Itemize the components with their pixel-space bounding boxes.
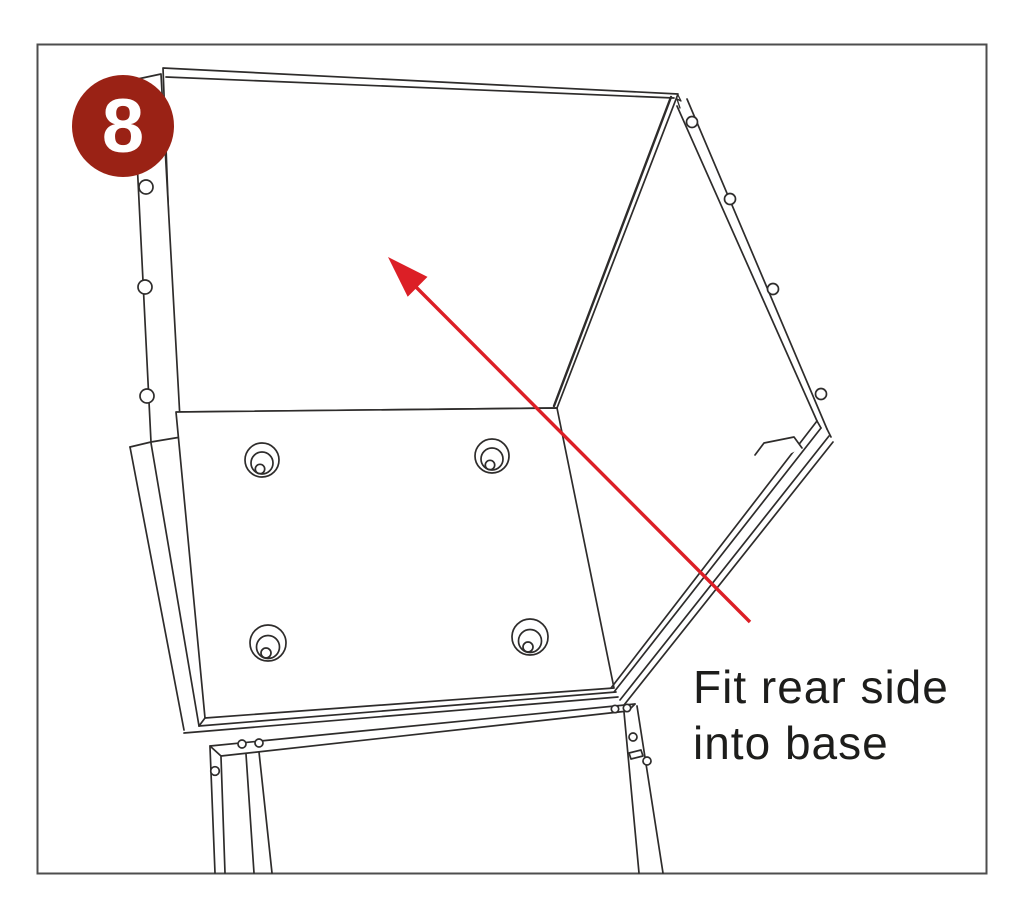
rear-rail-left-cap (209, 745, 222, 757)
rail-notch (754, 436, 803, 456)
back-panel-right-edge-line (552, 95, 673, 408)
base-front-trim-line (198, 691, 617, 727)
dowel-hole (237, 739, 247, 749)
dowel-hole (254, 738, 264, 748)
rear-rail-top-line (209, 703, 636, 747)
rear-left-edge-line (220, 756, 226, 874)
screw-hole (723, 192, 737, 206)
dowel-hole (622, 703, 632, 713)
screw-hole (139, 388, 155, 404)
direction-arrow (388, 257, 752, 624)
line-art-group (129, 67, 834, 874)
right-strip-outer-line (686, 98, 828, 430)
step-badge-circle (72, 75, 174, 177)
dowel-hole (610, 704, 620, 714)
rear-side-panel (209, 703, 664, 874)
base-front-trim-line (183, 696, 619, 734)
bottom-rail-line (623, 441, 834, 706)
right-side-panel (610, 98, 834, 706)
strip-step (129, 441, 152, 448)
bottom-rail-line (610, 420, 818, 689)
back-panel-top-edge-line (165, 76, 675, 99)
bottom-rail-line (613, 427, 822, 693)
step-badge: 8 (72, 75, 174, 177)
back-panel-face (162, 67, 679, 413)
caption-line-1: Fit rear side (693, 661, 949, 713)
slot-tab (628, 749, 644, 760)
countersink-hole (249, 624, 287, 662)
base-panel (175, 407, 619, 734)
dowel-hole (628, 732, 638, 742)
left-trim-outer-line (129, 446, 185, 731)
screw-hole (137, 279, 153, 295)
corner-joint-mark (676, 94, 682, 109)
countersink-hole (474, 438, 510, 474)
screw-hole (685, 115, 699, 129)
left-trim-inner-line (150, 442, 200, 727)
rear-right-edge-line (636, 705, 664, 874)
caption-line-2: into base (693, 717, 889, 769)
screw-hole (138, 179, 154, 195)
rear-rail-bottom-line (220, 710, 629, 757)
screw-hole (814, 387, 828, 401)
rear-inner-rail-line (245, 753, 255, 874)
base-face (175, 407, 615, 719)
countersink-hole (511, 618, 549, 656)
right-strip-inner-line (676, 105, 818, 422)
back-panel (162, 67, 682, 413)
caption: Fit rear side into base (693, 661, 949, 769)
dowel-hole (209, 765, 221, 777)
screw-hole (766, 282, 780, 296)
dowel-hole (642, 756, 652, 766)
right-strip-bend (816, 420, 822, 429)
arrow-head (388, 257, 428, 297)
base-front-left-joint (198, 717, 206, 727)
rear-right-edge-line (623, 711, 640, 874)
countersink-hole (244, 442, 280, 478)
bottom-rail-line (619, 435, 830, 701)
rear-left-edge-line (209, 746, 216, 874)
right-strip-bend (826, 428, 832, 438)
rear-inner-rail-line (258, 751, 273, 874)
step-number: 8 (102, 84, 144, 169)
arrow-shaft (410, 281, 752, 624)
figure-frame-border (36, 43, 988, 875)
